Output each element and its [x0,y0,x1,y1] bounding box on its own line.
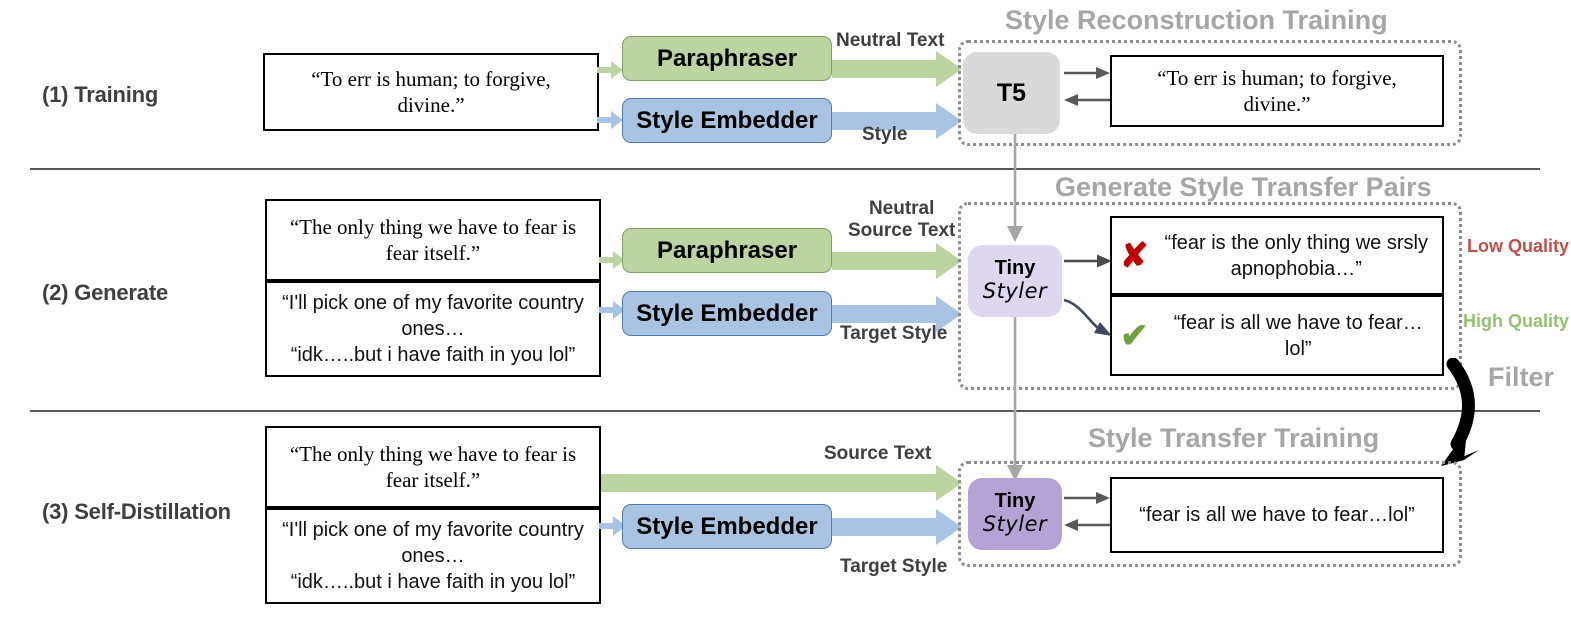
distillation-style-stub-arrow [599,516,626,536]
training-paraphraser-module[interactable]: Paraphraser [622,36,832,81]
training-style-arrow [832,103,962,139]
generate-style-example-text: “I'll pick one of my favorite country on… [282,292,584,366]
distillation-section-header: Style Transfer Training [1088,423,1380,453]
filter-arrow [1441,358,1479,466]
distillation-source-text-label: Source Text [824,443,932,464]
generate-input-box-style: “I'll pick one of my favorite country on… [265,281,601,377]
cross-icon: ✘ [1120,236,1149,275]
row-divider-1 [30,168,1540,170]
training-neutral-text-label: Neutral Text [836,30,945,51]
distillation-target-style-arrow [832,509,962,545]
generate-input-box-source: “The only thing we have to fear is fear … [265,199,601,281]
tinystyler-tiny-label: Tiny [994,257,1036,280]
distillation-style-embedder-module[interactable]: Style Embedder [622,504,832,549]
training-style-embedder-module[interactable]: Style Embedder [622,98,832,143]
tinystyler-styler-label: Styler [982,279,1048,304]
generate-paraphraser-module[interactable]: Paraphraser [622,228,832,273]
training-t5-model[interactable]: T5 [963,52,1060,134]
generate-neutral-source-text-arrow [832,243,962,279]
generate-to-distillation-connector [1007,317,1023,481]
training-style-label: Style [862,124,908,145]
generate-target-style-label: Target Style [840,323,948,344]
training-input-stub-arrows [597,61,623,129]
generate-neutral-source-text-label: Neutral Source Text [848,198,956,241]
training-section-header: Style Reconstruction Training [1005,5,1388,35]
distillation-source-text-arrow [601,465,962,501]
low-quality-label: Low Quality [1467,236,1570,256]
stage-label-self-distillation: (3) Self-Distillation [42,499,231,524]
training-reconstruction-arrows [1064,67,1110,106]
distillation-output-box: “fear is all we have to fear…lol” [1110,477,1444,553]
stage-label-training: (1) Training [42,82,159,107]
distillation-input-box-source: “The only thing we have to fear is fear … [265,426,601,508]
high-quality-label: High Quality [1463,311,1570,331]
generate-tinystyler-model[interactable]: Tiny Styler [968,245,1062,317]
generate-section-header: Generate Style Transfer Pairs [1055,172,1432,202]
row-divider-2 [30,410,1540,412]
tinystyler-styler-label-distill: Styler [982,512,1048,537]
stage-label-generate: (2) Generate [42,280,168,305]
generate-low-quality-text: “fear is the only thing we srsly apnopho… [1164,231,1428,280]
check-icon: ✔ [1120,316,1149,355]
training-output-box: “To err is human; to forgive, divine.” [1110,55,1444,127]
generate-target-style-arrow [832,296,962,332]
generate-high-quality-text: “fear is all we have to fear…lol” [1173,311,1423,360]
generate-output-branch-arrows [1063,254,1112,336]
distillation-training-arrows [1064,492,1110,531]
training-input-box: “To err is human; to forgive, divine.” [263,53,599,131]
tinystyler-tiny-label-distill: Tiny [994,490,1036,513]
generate-output-box-low: ✘ “fear is the only thing we srsly apnop… [1110,216,1444,295]
distillation-target-style-label: Target Style [840,556,948,577]
generate-output-box-high: ✔ “fear is all we have to fear…lol” [1110,295,1444,376]
t5-label: T5 [996,78,1027,107]
distillation-input-box-style: “I'll pick one of my favorite country on… [265,508,601,604]
filter-label: Filter [1488,362,1555,392]
generate-style-embedder-module[interactable]: Style Embedder [622,291,832,336]
distillation-tinystyler-model[interactable]: Tiny Styler [968,478,1062,550]
training-to-generate-connector [1007,134,1023,242]
distillation-dotted-container [958,461,1462,567]
generate-dotted-container [958,202,1462,390]
training-neutral-text-arrow [832,51,962,87]
generate-input-stub-arrows [599,251,625,319]
training-dotted-container [958,40,1462,146]
distillation-style-example-text: “I'll pick one of my favorite country on… [282,519,584,593]
